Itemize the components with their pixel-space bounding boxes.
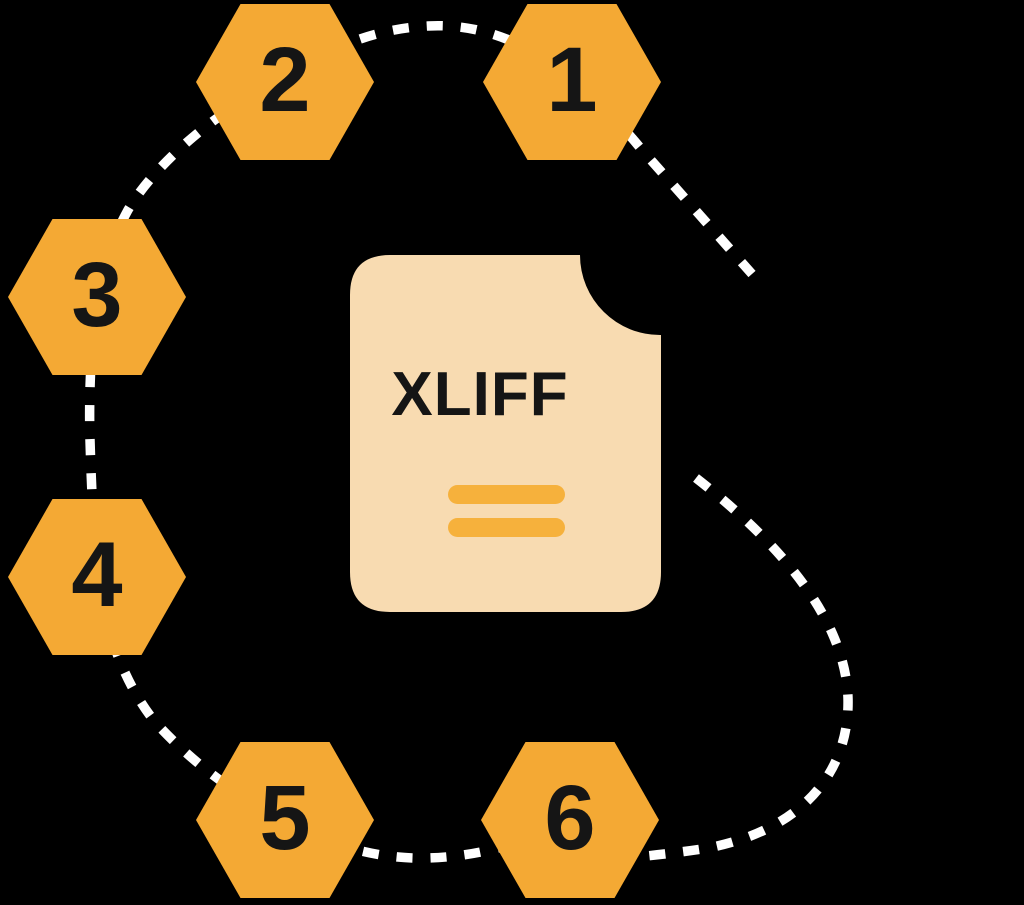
route-tail-curve <box>635 474 853 862</box>
text-line-bar <box>448 518 565 537</box>
step-number: 6 <box>544 767 596 869</box>
step-hexagon-3: 3 <box>8 219 186 375</box>
step-hexagon-1: 1 <box>483 4 661 160</box>
step-number: 5 <box>259 767 311 869</box>
file-shape <box>350 255 661 612</box>
step-number: 1 <box>546 29 598 131</box>
step-number: 3 <box>71 244 123 346</box>
step-number: 4 <box>71 524 123 626</box>
explorer-bee-icon <box>700 40 1024 470</box>
xliff-file-icon: XLIFF <box>350 255 661 612</box>
step-hexagon-4: 4 <box>8 499 186 655</box>
text-line-bar <box>448 485 565 504</box>
file-title: XLIFF <box>391 360 569 429</box>
step-number: 2 <box>259 29 311 131</box>
